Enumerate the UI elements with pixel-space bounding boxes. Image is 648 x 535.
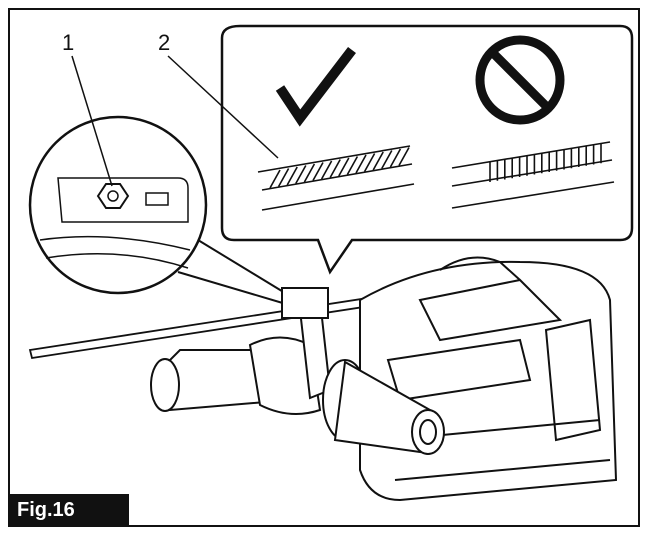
rotary-hammer-body — [359, 256, 618, 502]
rack-tooth — [398, 147, 410, 166]
angled-rack — [257, 145, 415, 211]
callout-1-leader — [71, 55, 113, 187]
rack-tooth — [355, 154, 367, 174]
prohibited-icon-slash — [489, 49, 551, 111]
slot-opening — [145, 192, 169, 206]
correct-panel — [257, 46, 415, 211]
rack-tooth — [312, 162, 324, 181]
chuck — [150, 336, 322, 415]
rack-tooth — [389, 148, 402, 168]
rack-tooth — [346, 156, 359, 175]
rack-tooth — [269, 169, 281, 189]
rack-tooth — [363, 153, 376, 172]
checkmark-icon — [275, 46, 356, 127]
rack-tooth — [338, 157, 350, 177]
depth-gauge-clamp — [281, 287, 329, 319]
detail-magnifier — [28, 115, 291, 305]
rack-tooth — [295, 165, 307, 184]
straight-rack — [451, 141, 615, 209]
rack-tooth — [372, 151, 384, 171]
rack-tooth — [303, 163, 316, 183]
rack-tooth — [329, 159, 341, 178]
incorrect-panel — [451, 35, 615, 209]
side-handle — [298, 298, 445, 455]
rack-tooth — [320, 160, 333, 180]
rack-tooth — [286, 166, 298, 186]
rack-tooth — [381, 150, 393, 169]
callout-number-1: 1 — [62, 30, 75, 55]
rack-tooth — [277, 168, 290, 187]
figure-frame — [8, 8, 640, 527]
callout-number-2: 2 — [158, 30, 171, 55]
hex-nut-icon — [96, 183, 130, 209]
figure-label: Fig.16 — [9, 494, 129, 526]
callout-2-leader — [167, 55, 279, 159]
prohibited-icon — [475, 35, 565, 125]
